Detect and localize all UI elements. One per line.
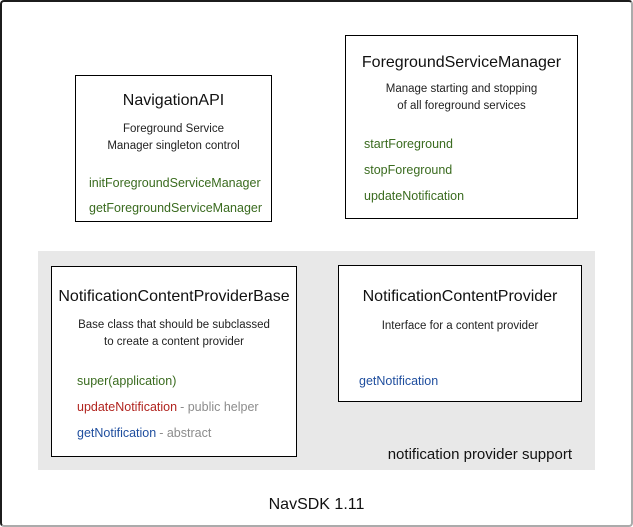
method-name: startForeground [364,137,453,151]
method-name: getNotification [77,426,157,440]
class-title: NavigationAPI [122,92,225,109]
method-stopforeground: stopForeground [364,162,577,178]
class-description-line: Manage starting and stopping [385,83,538,95]
class-box-notificationcontentprovider: NotificationContentProvider Interface fo… [338,265,582,402]
method-initforegroundservicemanager: initForegroundServiceManager [89,175,271,191]
method-startforeground: startForeground [364,136,577,152]
class-title: NotificationContentProviderBase [58,288,290,305]
sdk-version-label: NavSDK 1.11 [268,496,365,513]
class-description-line: of all foreground services [397,100,526,112]
panel-label: notification provider support [387,446,572,463]
method-updatenotification: updateNotification- public helper [77,399,296,415]
method-list: startForeground stopForeground updateNot… [346,136,577,204]
method-updatenotification: updateNotification [364,188,577,204]
class-description: Interface for a content provider [339,318,581,335]
class-description-line: Manager singleton control [107,140,240,152]
class-description-line: Base class that should be subclassed [78,319,270,331]
method-name: updateNotification [77,400,178,414]
method-name: getNotification [359,374,439,388]
method-getforegroundservicemanager: getForegroundServiceManager [89,200,271,216]
class-description-line: to create a content provider [104,336,244,348]
class-description: Manage starting and stopping of all fore… [346,81,577,115]
class-description-line: Foreground Service [123,123,224,135]
method-suffix: - abstract [159,426,212,440]
class-box-navigationapi: NavigationAPI Foreground Service Manager… [75,75,272,222]
method-list: super(application) updateNotification- p… [52,373,296,441]
class-title: ForegroundServiceManager [361,54,562,71]
class-title: NotificationContentProvider [362,288,558,305]
class-description-line: Interface for a content provider [381,320,539,332]
method-name: initForegroundServiceManager [89,176,261,190]
class-box-notificationcontentproviderbase: NotificationContentProviderBase Base cla… [51,266,297,457]
method-list: getNotification [339,373,581,389]
class-box-foregroundservicemanager: ForegroundServiceManager Manage starting… [345,35,578,219]
method-name: super(application) [77,374,177,388]
class-description: Base class that should be subclassed to … [52,317,296,351]
method-name: stopForeground [364,163,453,177]
method-getnotification: getNotification [359,373,581,389]
method-super-application: super(application) [77,373,296,389]
method-name: updateNotification [364,189,465,203]
method-list: initForegroundServiceManager getForegrou… [76,175,271,216]
method-name: getForegroundServiceManager [89,201,263,215]
method-suffix: - public helper [180,400,259,414]
class-description: Foreground Service Manager singleton con… [76,121,271,155]
method-getnotification: getNotification- abstract [77,425,296,441]
